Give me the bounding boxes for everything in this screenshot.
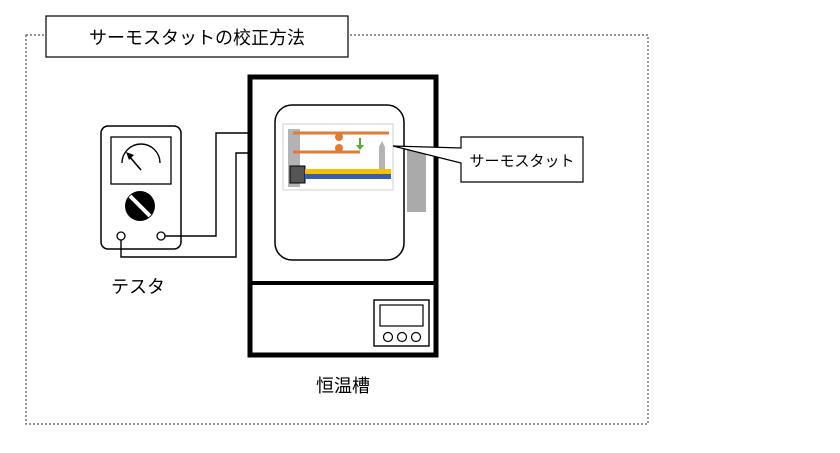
tester xyxy=(100,125,182,250)
callout-label: サーモスタット xyxy=(469,152,574,170)
tester-terminal-right xyxy=(156,231,166,241)
contact-point-top xyxy=(335,133,343,141)
controller-button-3 xyxy=(410,331,422,343)
analog-meter-icon xyxy=(110,136,172,185)
door-handle xyxy=(407,147,426,212)
outer-dotted-frame xyxy=(25,34,649,425)
arrow-green-icon xyxy=(356,138,364,150)
callout-bubble xyxy=(392,136,584,183)
contact-block xyxy=(289,165,306,184)
contact-point-bottom xyxy=(335,144,343,152)
controller-display xyxy=(379,304,424,327)
chamber xyxy=(247,74,439,358)
diagram-title: サーモスタットの校正方法 xyxy=(89,28,305,49)
thermostat-callout: サーモスタット xyxy=(392,136,584,183)
bimetal-blue-layer xyxy=(305,174,391,179)
bimetal-yellow-layer xyxy=(305,169,391,174)
adjust-pin xyxy=(379,141,385,172)
controller-button-2 xyxy=(396,331,408,343)
title-box: サーモスタットの校正方法 xyxy=(45,15,349,58)
chamber-label: 恒温槽 xyxy=(316,376,370,397)
tester-label: テスタ xyxy=(111,277,165,298)
temperature-controller-icon xyxy=(373,299,430,347)
tester-terminal-left xyxy=(116,231,126,241)
rotary-dial-icon xyxy=(125,191,155,221)
controller-button-1 xyxy=(382,331,394,343)
thermostat-schematic-icon xyxy=(282,123,394,191)
